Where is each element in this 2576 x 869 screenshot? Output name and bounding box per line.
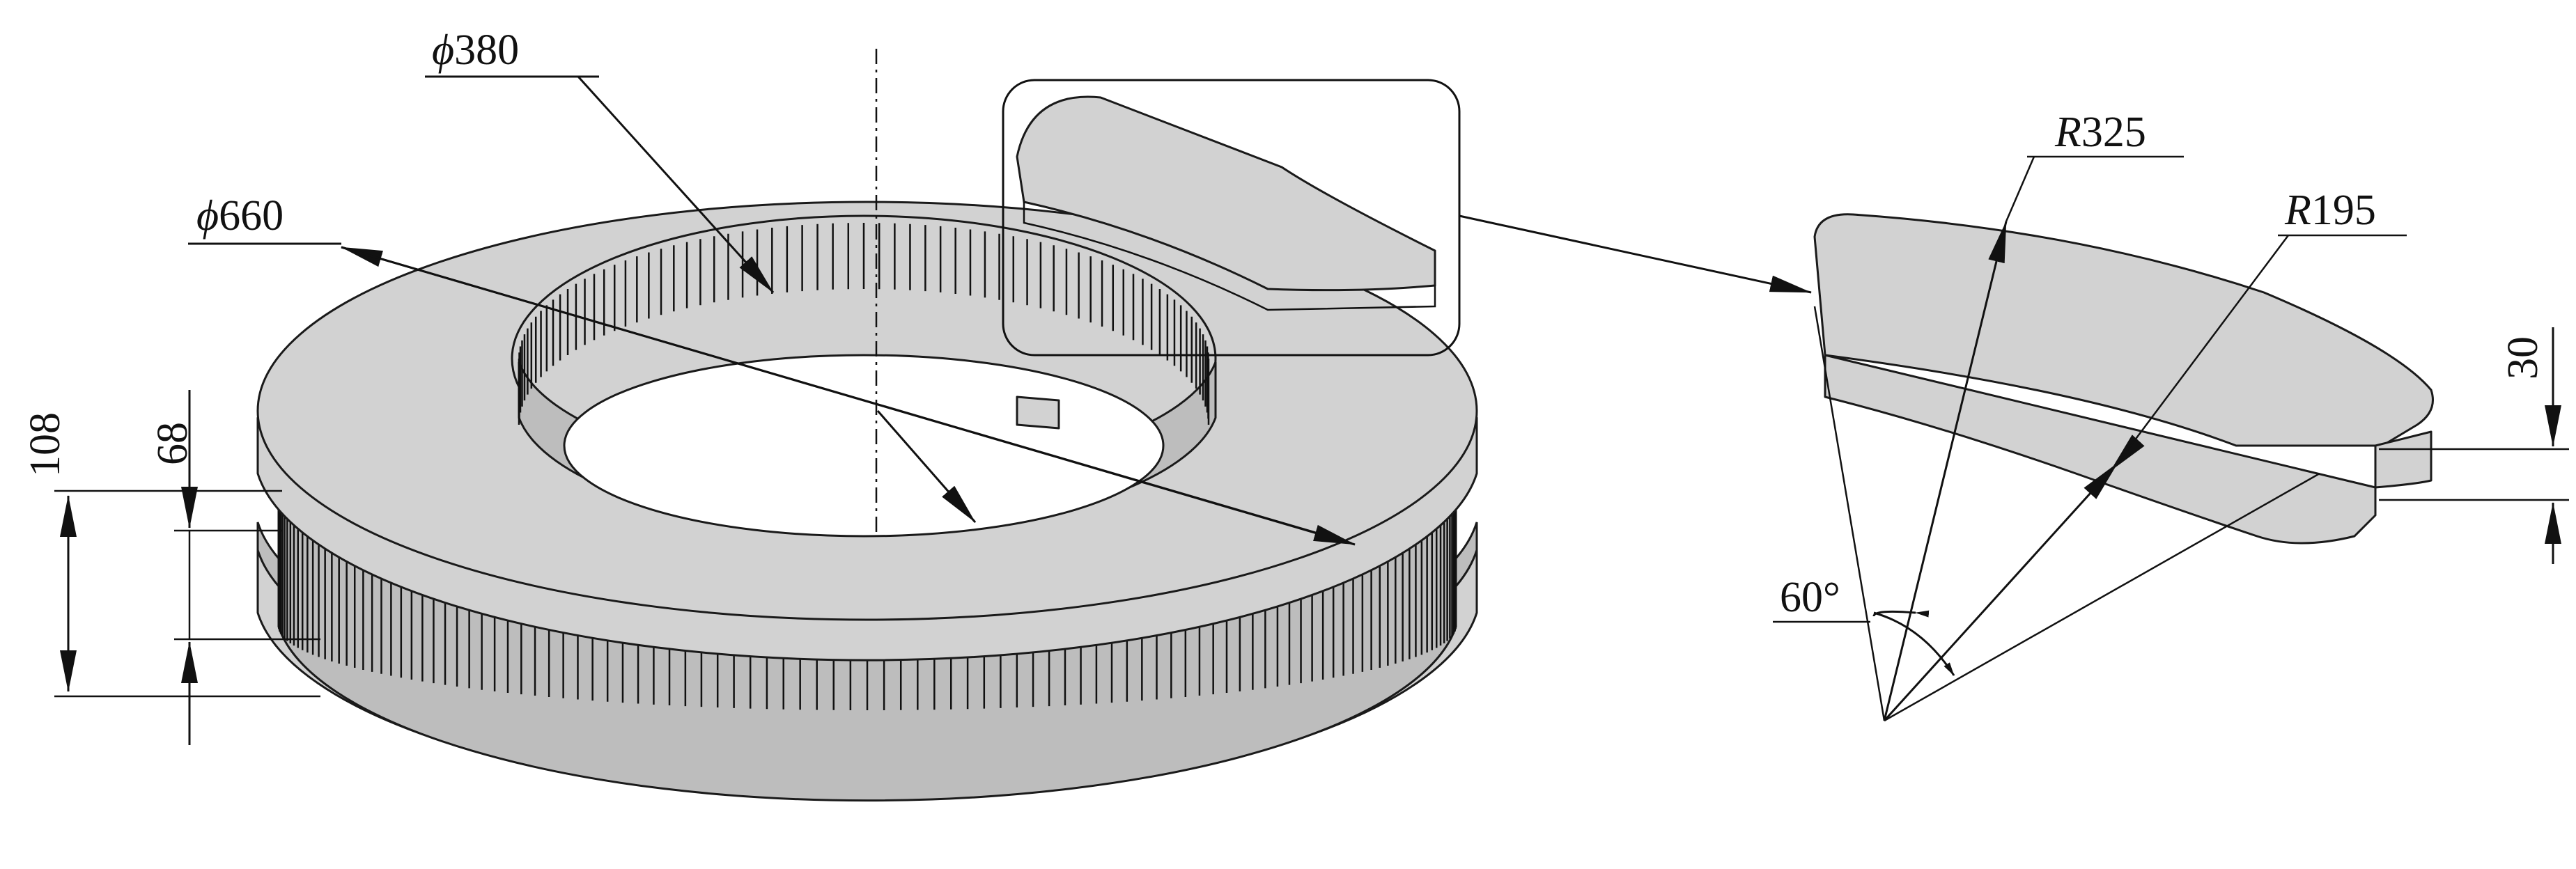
- dim-thickness: 30: [2379, 327, 2569, 564]
- label-h108: 108: [22, 412, 69, 477]
- segment-top: [1813, 213, 2434, 447]
- center-hole: [563, 354, 1165, 538]
- dim-d660: ϕ660: [188, 192, 1356, 546]
- label-angle60: 60°: [1780, 574, 1840, 621]
- segment-radials: [1773, 155, 2407, 722]
- zoom-leader-arrow: [1459, 214, 1812, 294]
- dim-d380: ϕ380: [425, 26, 977, 523]
- label-r325: R325: [2054, 109, 2146, 156]
- dim-heights: 108 68: [22, 390, 320, 745]
- magnet-segment-top: [1016, 95, 1436, 292]
- ring-assembly: [256, 95, 1478, 802]
- detail-zoom-box: [1002, 79, 1461, 357]
- magnet-segment-detail: [1813, 213, 2434, 545]
- label-d380: ϕ380: [432, 26, 519, 74]
- label-r195: R195: [2284, 187, 2376, 234]
- label-t30: 30: [2499, 336, 2547, 379]
- label-d660: ϕ660: [196, 192, 284, 240]
- magnet-small-block: [1016, 396, 1060, 430]
- label-h68: 68: [149, 422, 196, 465]
